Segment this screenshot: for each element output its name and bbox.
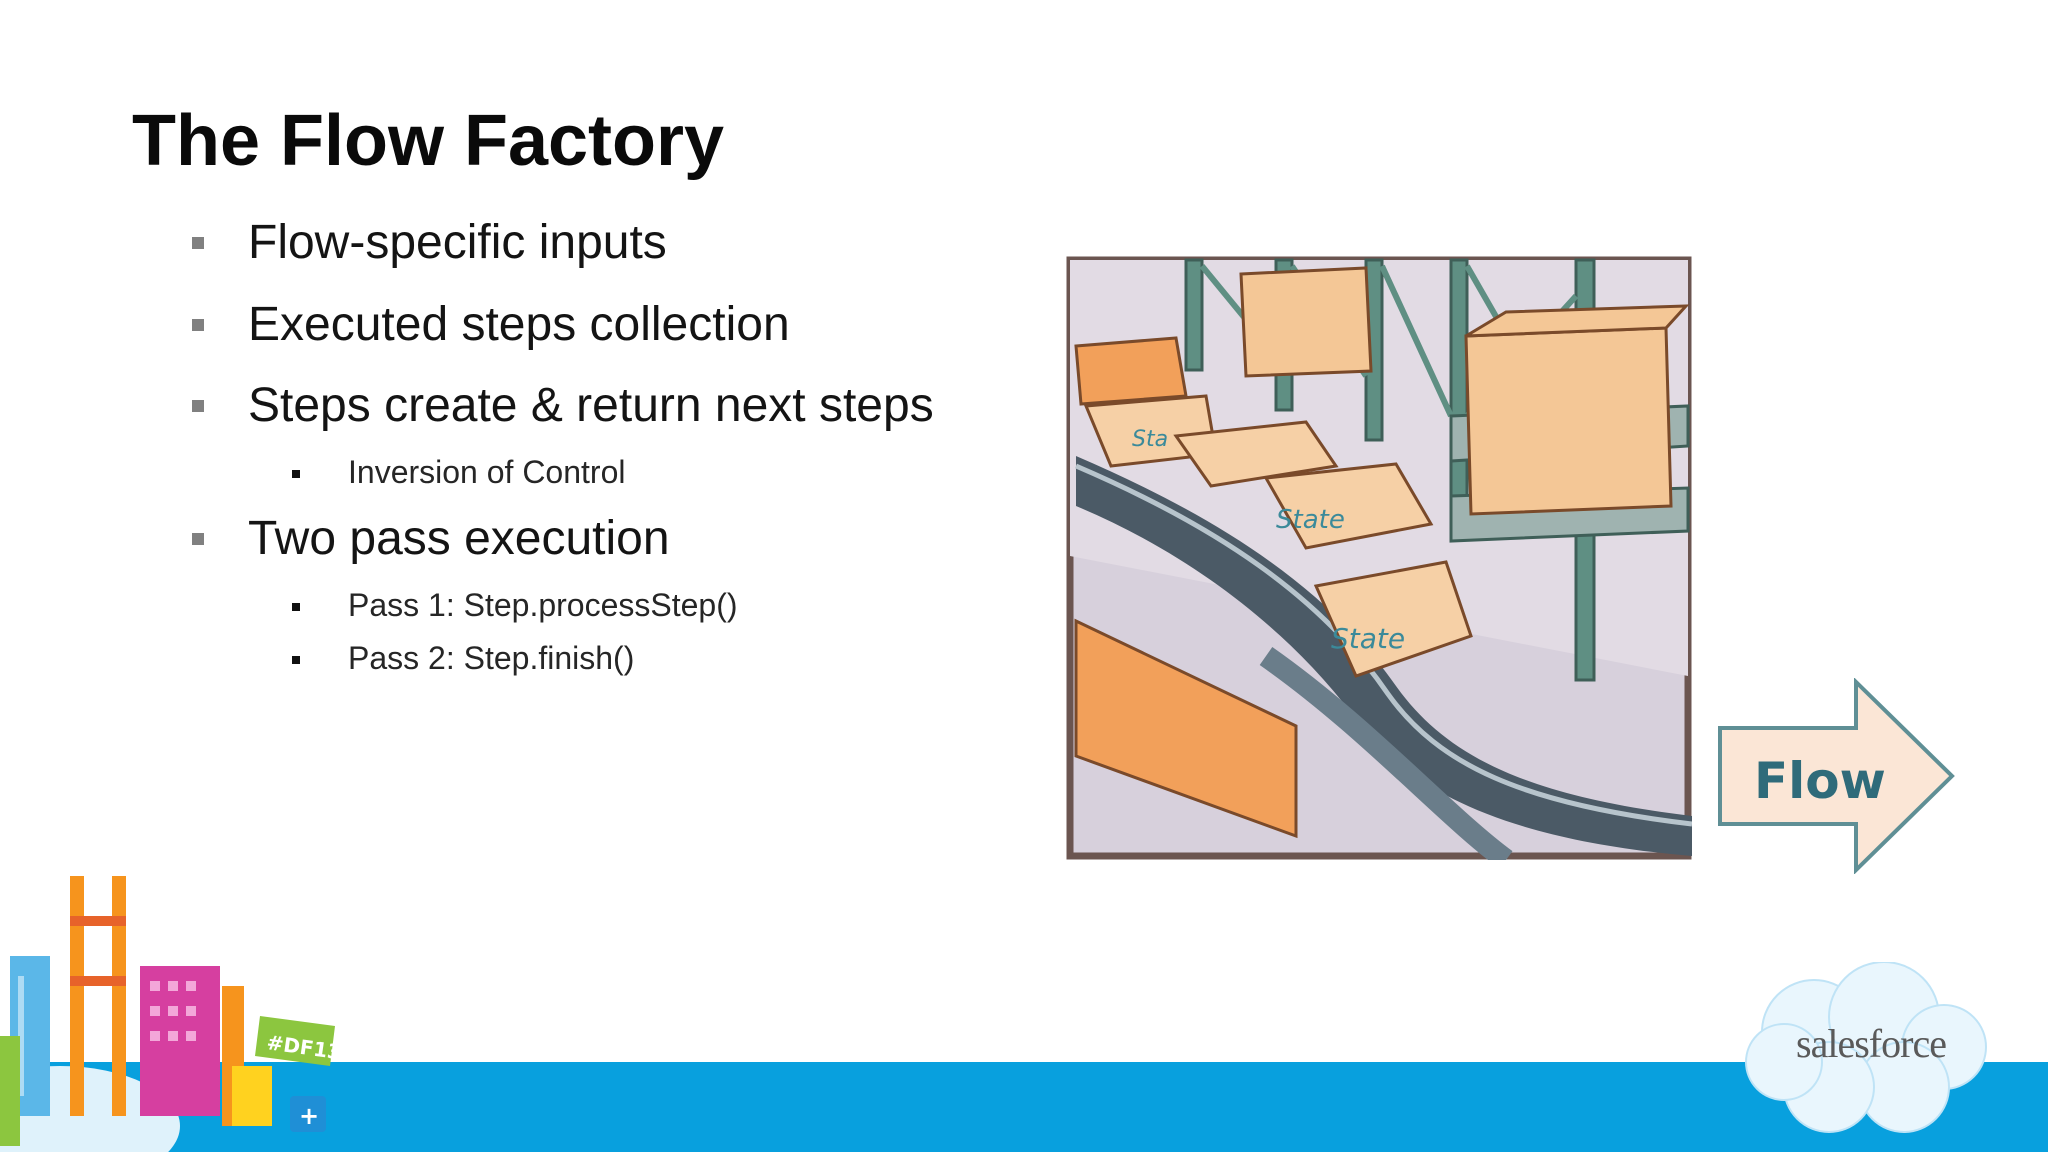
salesforce-logo-text: salesforce xyxy=(1796,1021,1947,1066)
box-label: State xyxy=(1276,505,1345,535)
bullet-text: Steps create & return next steps xyxy=(248,379,934,432)
box-label: Sta xyxy=(1132,427,1168,452)
square-bullet-icon xyxy=(192,400,204,412)
sub-bullet-text: Pass 1: Step.processStep() xyxy=(348,587,738,623)
small-square-bullet-icon xyxy=(292,603,300,611)
slide-title: The Flow Factory xyxy=(132,101,725,181)
flow-arrow-label: Flow xyxy=(1754,752,1886,810)
bullet-text: Flow-specific inputs xyxy=(248,216,667,269)
plus-symbol: + xyxy=(299,1102,319,1130)
small-square-bullet-icon xyxy=(292,656,300,664)
box-label: State xyxy=(1331,622,1405,655)
bullet-text: Executed steps collection xyxy=(248,298,790,351)
bullet-text: Two pass execution xyxy=(248,512,670,565)
bullet-list: Flow-specific inputs Executed steps coll… xyxy=(0,0,1000,700)
footer-band xyxy=(0,1062,2048,1152)
salesforce-logo-cloud xyxy=(1745,962,1987,1133)
square-bullet-icon xyxy=(192,533,204,545)
small-square-bullet-icon xyxy=(292,470,300,478)
square-bullet-icon xyxy=(192,319,204,331)
square-bullet-icon xyxy=(192,237,204,249)
city-skyline-logo: #DF13 + xyxy=(0,876,343,1152)
conveyor-factory-illustration: Sta State State xyxy=(1066,256,1692,860)
sub-bullet-text: Pass 2: Step.finish() xyxy=(348,640,635,676)
sub-bullet-text: Inversion of Control xyxy=(348,454,626,490)
flow-arrow-icon xyxy=(1718,678,1955,874)
